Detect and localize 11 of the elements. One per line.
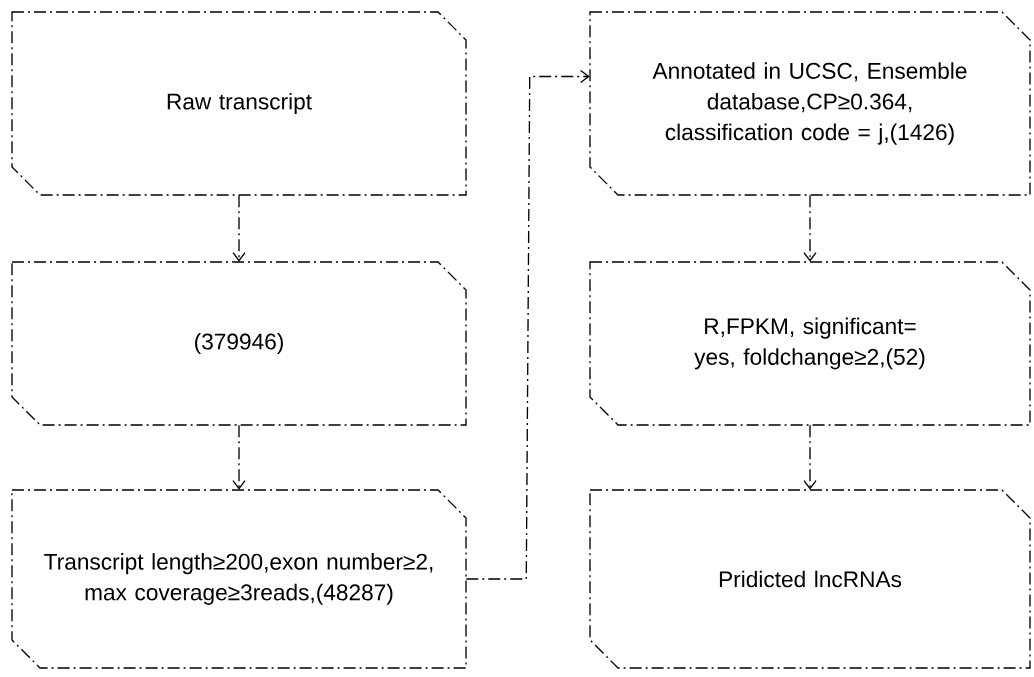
- process-box: R,FPKM, significant= yes, foldchange≥2,(52): [589, 261, 1031, 426]
- arrow: [803, 194, 817, 262]
- process-box: Raw transcript: [11, 11, 467, 196]
- arrow: [232, 194, 246, 262]
- arrow: [465, 69, 590, 580]
- process-box: Annotated in UCSC, Ensemble database,CP≥0.364, classification code = j,(1426): [589, 11, 1031, 196]
- process-box: Transcript length≥200,exon number≥2, max coverage≥3reads,(48287): [11, 489, 467, 669]
- process-box: (379946): [11, 261, 467, 426]
- arrow: [232, 424, 246, 490]
- arrow: [803, 424, 817, 490]
- process-box: Pridicted lncRNAs: [589, 489, 1031, 669]
